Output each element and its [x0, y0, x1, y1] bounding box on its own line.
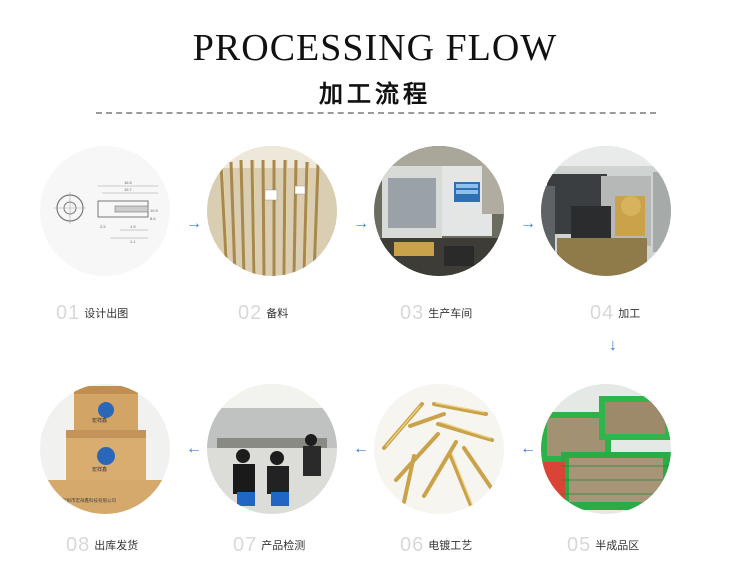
- step-title: 备料: [266, 308, 289, 320]
- page-subtitle: 加工流程: [319, 79, 431, 108]
- step-number: 06: [400, 534, 425, 556]
- step-5-semi-finished-baskets-image: [541, 384, 671, 514]
- step-title: 电镀工艺: [428, 540, 473, 552]
- right-arrow-icon: →: [353, 215, 369, 232]
- step-number: 03: [400, 302, 425, 324]
- dim-text-2: 15.7: [124, 187, 133, 192]
- box-company-text: 深圳市宏祥鑫科技有限公司: [62, 497, 116, 504]
- step-number: 05: [567, 534, 592, 556]
- step-8-shipping-boxes-image: 宏祥鑫 宏祥鑫 深圳市宏祥鑫科技有限公司: [40, 384, 170, 514]
- box-brand-text: 宏祥鑫: [92, 466, 107, 473]
- step-2-material-rods-image: [207, 146, 337, 276]
- step-number: 07: [233, 534, 258, 556]
- step-3-workshop-machine-image: [374, 146, 504, 276]
- step-4-processing-machine-image: [541, 146, 671, 276]
- box-brand-text: 宏祥鑫: [92, 417, 107, 424]
- dim-text-4: 8.6: [150, 216, 156, 221]
- page-title: PROCESSING FLOW: [192, 27, 558, 69]
- step-6-plated-pins-image: [374, 384, 504, 514]
- step-number: 08: [66, 534, 91, 556]
- down-arrow-icon: ↓: [609, 337, 617, 354]
- dim-text-6: 1.9: [130, 224, 136, 229]
- left-arrow-icon: ←: [520, 440, 536, 457]
- step-1-drawing-image: 16.5 15.7 10.9 8.6 2.5 1.9 1.1: [40, 146, 170, 276]
- dim-text-3: 10.9: [150, 208, 159, 213]
- right-arrow-icon: →: [520, 215, 536, 232]
- step-title: 半成品区: [595, 540, 640, 552]
- step-title: 生产车间: [428, 308, 473, 320]
- step-number: 04: [590, 302, 615, 324]
- left-arrow-icon: ←: [353, 440, 369, 457]
- dim-text-1: 16.5: [124, 180, 133, 185]
- step-number: 01: [56, 302, 81, 324]
- step-title: 加工: [618, 308, 641, 320]
- step-7-inspection-workers-image: [207, 384, 337, 514]
- right-arrow-icon: →: [186, 215, 202, 232]
- dashed-divider: [96, 112, 656, 114]
- step-number: 02: [238, 302, 263, 324]
- step-title: 出库发货: [94, 540, 139, 552]
- dim-text-7: 1.1: [130, 239, 136, 244]
- step-title: 设计出图: [84, 308, 129, 320]
- left-arrow-icon: ←: [186, 440, 202, 457]
- step-title: 产品检测: [261, 540, 306, 552]
- dim-text-5: 2.5: [100, 224, 106, 229]
